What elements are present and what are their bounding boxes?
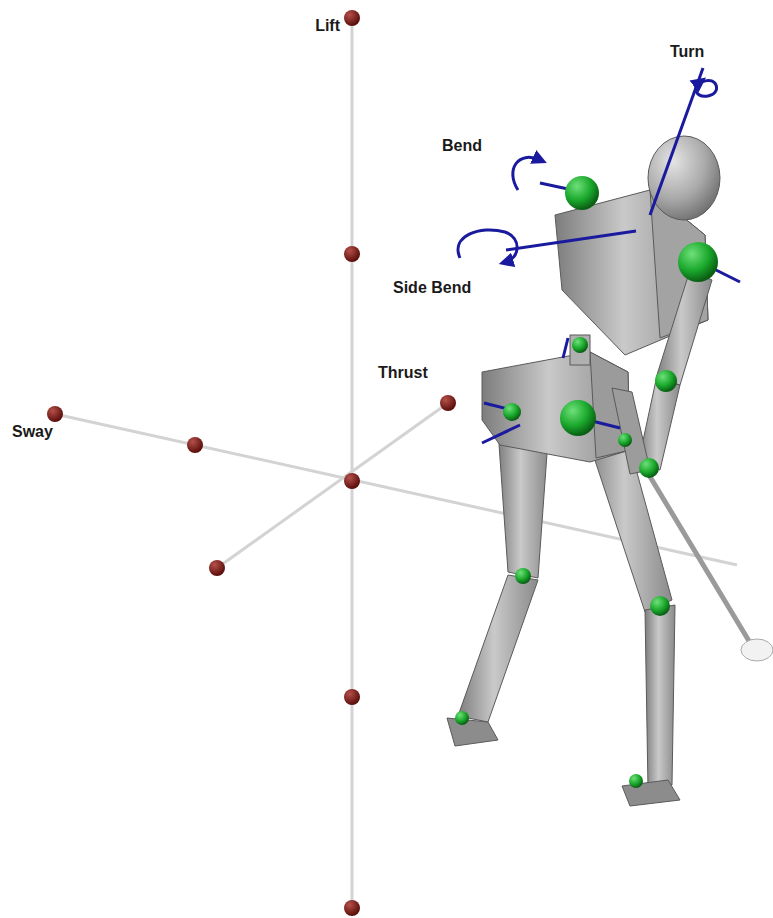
joint-spheres: [455, 176, 718, 788]
golfer-figure: [447, 136, 773, 806]
axis-label: Thrust: [378, 364, 428, 382]
rotation-axes: [482, 68, 740, 443]
axis-label: Side Bend: [393, 279, 471, 297]
axis-label: Lift: [315, 17, 340, 35]
axis-dots: [47, 10, 456, 916]
axis-label: Sway: [12, 423, 53, 441]
axis-lines: [55, 18, 737, 908]
rotation-arrows: [458, 80, 717, 262]
axis-label: Bend: [442, 137, 482, 155]
axis-label: Turn: [670, 43, 704, 61]
